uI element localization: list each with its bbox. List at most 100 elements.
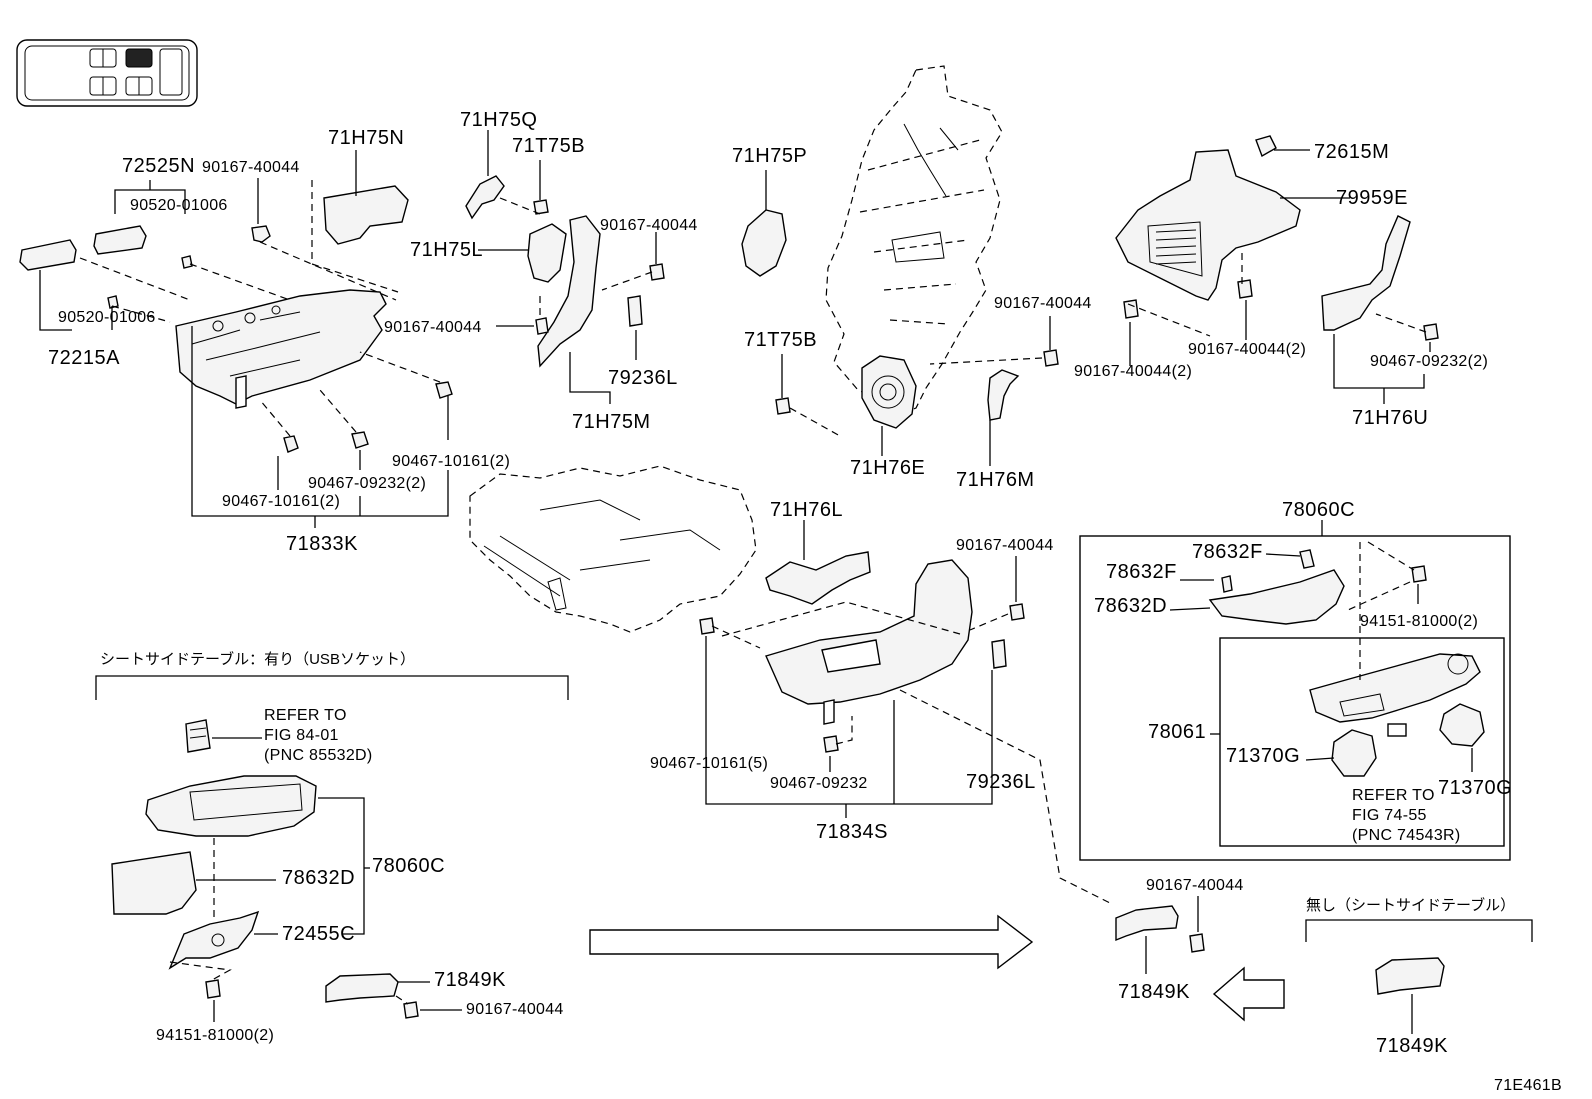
label-90467-10161-2-a: 90467-10161(2)	[392, 453, 510, 470]
clip-icon	[251, 225, 271, 243]
part-labels: 72525N 90167-40044 71H75N 90520-01006 90…	[48, 109, 1562, 1094]
label-sticker-drawing	[1387, 723, 1407, 737]
part-79959E-drawing	[1115, 149, 1301, 301]
label-78060C-a: 78060C	[1282, 499, 1355, 521]
label-71849K-a: 71849K	[434, 969, 506, 991]
part-71H75N-drawing	[323, 185, 409, 245]
section-label-without-table: 無し（シートサイドテーブル）	[1306, 896, 1515, 914]
label-90520-01006-a: 90520-01006	[130, 197, 228, 214]
label-78632D-a: 78632D	[1094, 595, 1167, 617]
part-72615M-drawing	[1255, 135, 1277, 158]
label-78632D-b: 78632D	[282, 867, 355, 889]
part-71849K-b-drawing	[1115, 905, 1179, 942]
label-78060C-b: 78060C	[372, 855, 445, 877]
part-71H76E-drawing	[861, 355, 917, 429]
part-71849K-c-drawing	[1375, 957, 1445, 995]
group-with-usb	[95, 675, 569, 1022]
label-72525N: 72525N	[122, 155, 195, 177]
label-71H76M: 71H76M	[956, 469, 1035, 491]
label-79959E: 79959E	[1336, 187, 1408, 209]
clip-icon	[1299, 549, 1315, 569]
seat-locator-icon	[16, 39, 198, 107]
group-79959E	[1115, 135, 1439, 404]
label-90467-10161-5: 90467-10161(5)	[650, 755, 768, 772]
part-78632D-drawing	[1208, 569, 1345, 625]
part-72215A-drawing	[19, 239, 77, 271]
label-71H75L: 71H75L	[410, 239, 483, 261]
bolt-icon	[1189, 933, 1205, 953]
bolt-icon	[1423, 323, 1439, 341]
section-label-with-usb: シートサイドテーブル：有り（USBソケット）	[100, 650, 415, 668]
usb-socket-drawing	[185, 719, 211, 753]
label-90467-09232: 90467-09232	[770, 775, 868, 792]
part-71H76U-drawing	[1321, 215, 1411, 331]
label-94151-81000-2-a: 94151-81000(2)	[1360, 613, 1478, 630]
label-71T75B-a: 71T75B	[512, 135, 585, 157]
bolt-icon	[775, 397, 791, 415]
part-71H75M-drawing	[537, 215, 601, 368]
group-71834S	[699, 520, 1113, 905]
label-71370G-b: 71370G	[1438, 777, 1512, 799]
bolt-icon	[699, 617, 715, 635]
label-78632F-a: 78632F	[1192, 541, 1263, 563]
bolt-icon	[1043, 349, 1059, 367]
part-78060C-b-drawing	[145, 775, 317, 837]
label-94151-81000-2-b: 94151-81000(2)	[156, 1027, 274, 1044]
label-90167-40044-f: 90167-40044	[466, 1001, 564, 1018]
clip-icon	[1221, 575, 1233, 593]
bolt-icon	[649, 263, 665, 281]
label-71H75Q: 71H75Q	[460, 109, 538, 131]
part-79236L-b-drawing	[991, 639, 1007, 669]
label-71834S: 71834S	[816, 821, 888, 843]
bolt-icon	[533, 199, 549, 215]
label-78632F-b: 78632F	[1106, 561, 1177, 583]
label-90167-40044-2-b: 90167-40044(2)	[1074, 363, 1192, 380]
seat-frame-upper-drawing	[741, 65, 1059, 466]
label-72215A: 72215A	[48, 347, 120, 369]
part-71370G-a-drawing	[1331, 729, 1377, 777]
arrow-left-icon	[1212, 966, 1285, 1022]
part-71H75Q-drawing	[465, 175, 505, 220]
bolt-icon	[403, 1001, 419, 1019]
arrow-right-icon	[589, 914, 1034, 970]
diagram-id: 71E461B	[1494, 1077, 1562, 1094]
part-71H76M-drawing	[987, 369, 1020, 421]
bolt-icon	[1123, 299, 1139, 319]
clip-icon	[435, 381, 453, 399]
seat-frame-lower-drawing	[469, 465, 757, 633]
label-71H76L: 71H76L	[770, 499, 843, 521]
label-71H75M: 71H75M	[572, 411, 651, 433]
clip-icon	[107, 295, 119, 309]
part-71833K-panel-drawing	[175, 289, 387, 405]
label-90467-09232-2-b: 90467-09232(2)	[1370, 353, 1488, 370]
bolt-icon	[1237, 279, 1253, 299]
bolt-icon	[535, 317, 549, 335]
label-90167-40044-a: 90167-40044	[202, 159, 300, 176]
clip-icon	[181, 255, 193, 269]
clip-icon	[283, 435, 299, 453]
part-78061-drawing	[1309, 653, 1481, 723]
part-71H76L-drawing	[765, 551, 871, 605]
part-72455C-drawing	[168, 910, 260, 970]
label-71H76E: 71H76E	[850, 457, 925, 479]
label-72455C: 72455C	[282, 923, 355, 945]
label-72615M: 72615M	[1314, 141, 1389, 163]
part-71849K-a-drawing	[325, 973, 399, 1003]
group-71833K	[19, 150, 453, 528]
bolt-icon	[823, 735, 839, 753]
part-79236L-drawing	[627, 295, 643, 327]
label-71849K-c: 71849K	[1376, 1035, 1448, 1057]
refer-note-a-line2: FIG 84-01	[264, 727, 339, 744]
label-90167-40044-b: 90167-40044	[600, 217, 698, 234]
refer-note-a-line3: (PNC 85532D)	[264, 747, 373, 764]
label-78061: 78061	[1148, 721, 1206, 743]
bolt-icon	[1009, 603, 1025, 621]
label-71833K: 71833K	[286, 533, 358, 555]
label-90167-40044-d: 90167-40044	[994, 295, 1092, 312]
clip-icon	[351, 431, 369, 449]
refer-note-b-line2: FIG 74-55	[1352, 807, 1427, 824]
label-71H75N: 71H75N	[328, 127, 404, 149]
label-71H76U: 71H76U	[1352, 407, 1428, 429]
part-78632D-b-drawing	[111, 851, 197, 915]
